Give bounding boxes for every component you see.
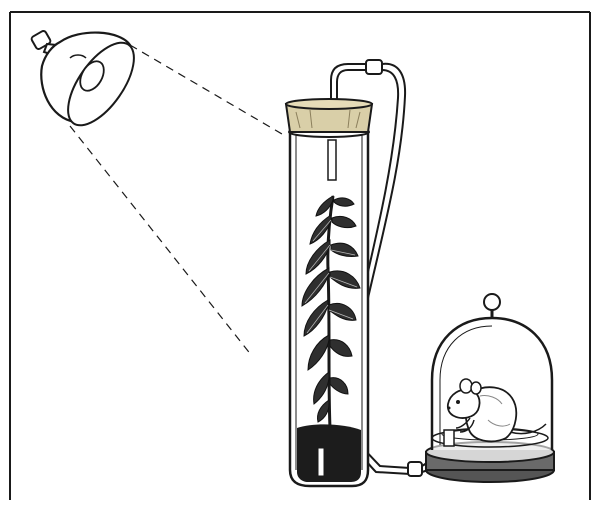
soil bbox=[297, 424, 361, 482]
lamp-icon bbox=[31, 30, 147, 136]
rubber-stopper bbox=[286, 99, 372, 132]
